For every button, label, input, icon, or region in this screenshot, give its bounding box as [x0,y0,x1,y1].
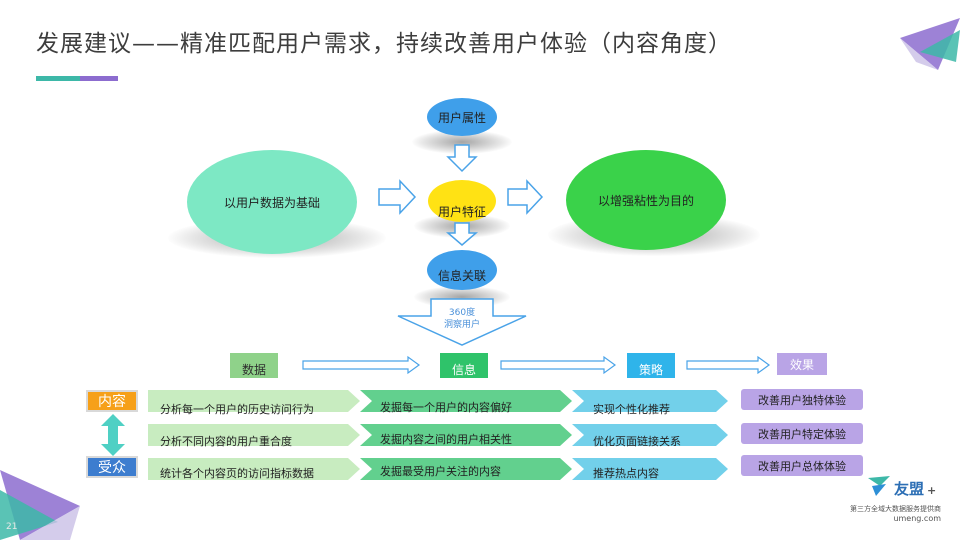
stage-data: 数据 [230,353,278,378]
row-2-info: 发掘内容之间的用户相关性 [380,433,512,446]
row-1-info: 发掘每一个用户的内容偏好 [380,401,512,414]
row-3-info: 发掘最受用户关注的内容 [380,465,501,478]
bidirectional-arrow-icon [101,414,125,456]
down-arrow-1-icon [446,144,478,173]
row-1-data: 分析每一个用户的历史访问行为 [160,403,314,416]
bottom-left-decoration [0,470,80,540]
row-2-strategy: 优化页面链接关系 [593,435,681,448]
insight-arrow-icon [397,298,527,346]
stage-arrow-1-icon [302,355,421,375]
page-title: 发展建议——精准匹配用户需求，持续改善用户体验（内容角度） [36,31,732,57]
logo-plus: + [927,484,937,497]
row-chevrons [148,390,728,480]
row-2-data: 分析不同内容的用户重合度 [160,435,292,448]
umeng-logo-icon [868,476,890,496]
top-right-decoration [900,18,960,70]
insight-arrow-label: 360度 洞察用户 [443,308,480,330]
row-3-strategy: 推荐热点内容 [593,467,659,480]
row-3-effect: 改善用户总体体验 [741,455,863,476]
user-features-oval: 用户特征 [428,180,496,222]
stage-info: 信息 [440,353,488,378]
stage-effect: 效果 [777,353,827,375]
title-accent-teal [36,76,80,81]
info-association-oval: 信息关联 [427,250,497,290]
category-content: 内容 [86,390,138,412]
right-oval: 以增强粘性为目的 [566,150,726,250]
stage-strategy: 策略 [627,353,675,378]
left-oval: 以用户数据为基础 [187,150,357,254]
row-3-data: 统计各个内容页的访问指标数据 [160,467,314,480]
category-audience: 受众 [86,456,138,478]
row-1-effect: 改善用户独特体验 [741,389,863,410]
logo-brand-text: 友盟 [894,480,925,498]
row-2-effect: 改善用户特定体验 [741,423,863,444]
title-accent-purple [80,76,118,81]
page-number: 21 [6,522,18,532]
right-arrow-1-icon [378,179,417,215]
stage-arrow-2-icon [500,355,617,375]
logo-url: umeng.com [893,514,941,523]
logo-tagline: 第三方全域大数据服务提供商 [850,505,941,513]
user-attributes-oval: 用户属性 [427,98,497,136]
row-1-strategy: 实现个性化推荐 [593,403,670,416]
stage-arrow-3-icon [686,355,771,375]
logo-brand: 友盟+ [894,478,936,499]
down-arrow-2-icon [445,222,479,246]
right-arrow-2-icon [507,179,544,215]
